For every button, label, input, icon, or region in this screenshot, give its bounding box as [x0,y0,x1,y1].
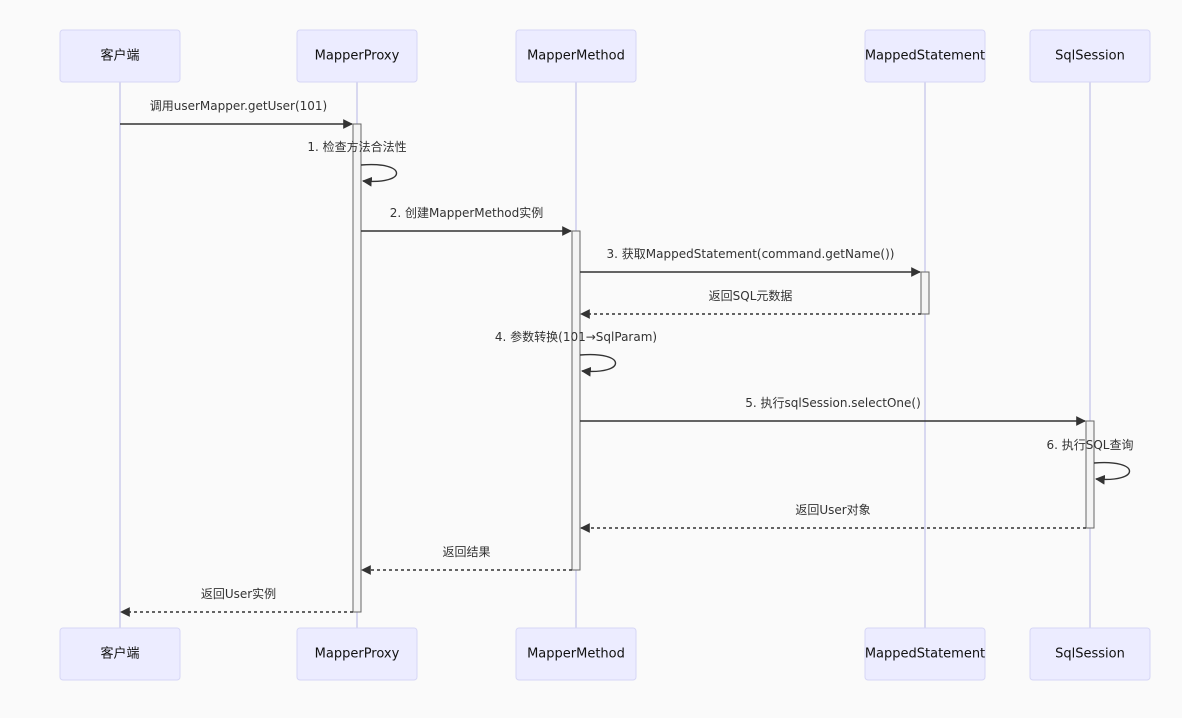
participant-box [59,29,181,83]
participant-stmt-top: MappedStatement [864,29,986,83]
participant-proxy-top: MapperProxy [296,29,418,83]
participant-method-bottom: MapperMethod [515,627,637,681]
participant-session-bottom: SqlSession [1029,627,1151,681]
participant-label: 客户端 [100,646,139,662]
self-message-arrow [579,353,616,377]
activation-bar-proxy [352,123,362,613]
participant-label: MappedStatement [865,647,985,662]
message-label: 6. 执行SQL查询 [1046,438,1133,452]
participant-label: MapperMethod [527,49,625,64]
message-8: 6. 执行SQL查询 [1046,438,1134,485]
message-4: 3. 获取MappedStatement(command.getName()) [580,247,921,277]
participant-session-top: SqlSession [1029,29,1151,83]
participant-label: 客户端 [100,48,139,64]
participant-box [296,627,418,681]
message-label: 5. 执行sqlSession.selectOne() [745,396,921,410]
activation-bar-method [571,230,581,571]
message-9: 返回User对象 [580,503,1086,533]
participant-label: MappedStatement [865,49,985,64]
message-1: 调用userMapper.getUser(101) [120,99,353,129]
activation-bar-session [1085,420,1095,529]
participant-box [864,627,986,681]
message-label: 调用userMapper.getUser(101) [150,99,327,113]
activation-bar-stmt [920,271,930,315]
message-7: 5. 执行sqlSession.selectOne() [580,396,1086,426]
message-label: 3. 获取MappedStatement(command.getName()) [607,247,895,261]
message-label: 4. 参数转换(101→SqlParam) [495,329,657,344]
participant-label: MapperProxy [315,49,400,64]
message-11: 返回User实例 [120,586,353,617]
participant-box [515,627,637,681]
participant-method-top: MapperMethod [515,29,637,83]
participant-label: MapperMethod [527,647,625,662]
message-2: 1. 检查方法合法性 [307,139,407,187]
participant-box [515,29,637,83]
participant-box [59,627,181,681]
participant-box [1029,29,1151,83]
message-label: 1. 检查方法合法性 [307,139,406,154]
participant-label: SqlSession [1055,647,1125,662]
self-message-arrow [1093,461,1130,485]
participant-client-top: 客户端 [59,29,181,83]
message-label: 返回结果 [442,545,490,559]
message-5: 返回SQL元数据 [580,288,921,319]
message-10: 返回结果 [361,545,572,575]
participant-box [1029,627,1151,681]
participant-box [296,29,418,83]
self-message-arrow [360,163,397,187]
message-6: 4. 参数转换(101→SqlParam) [495,329,657,377]
participant-proxy-bottom: MapperProxy [296,627,418,681]
message-label: 返回User实例 [201,586,276,601]
participant-label: SqlSession [1055,49,1125,64]
participant-client-bottom: 客户端 [59,627,181,681]
message-label: 2. 创建MapperMethod实例 [390,205,544,220]
participant-stmt-bottom: MappedStatement [864,627,986,681]
participant-label: MapperProxy [315,647,400,662]
participant-box [864,29,986,83]
message-label: 返回User对象 [795,503,870,517]
message-label: 返回SQL元数据 [709,288,793,303]
message-3: 2. 创建MapperMethod实例 [361,205,572,236]
